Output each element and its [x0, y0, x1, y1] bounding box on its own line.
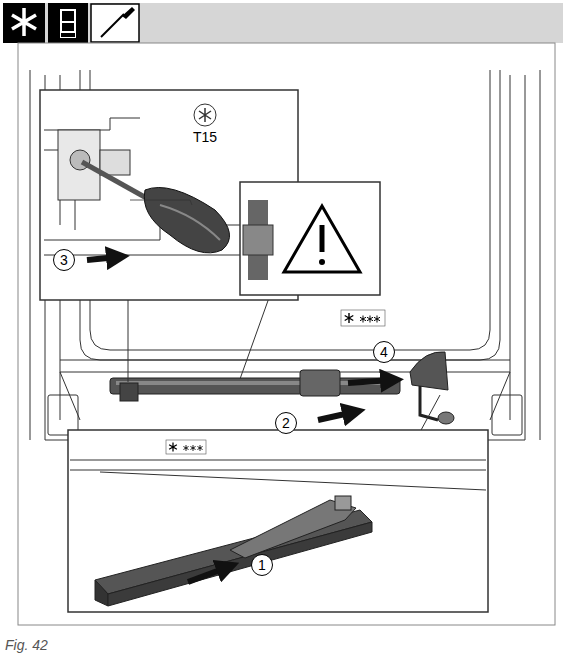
- freezer-star-icon: [12, 8, 36, 36]
- screwdriver-icon: [101, 7, 135, 37]
- callout-number: 2: [275, 412, 297, 434]
- freezer-icon-box: [3, 3, 45, 43]
- push-arrow: [87, 257, 118, 260]
- tool-size: T15: [191, 129, 219, 145]
- callout-number: 4: [373, 341, 395, 363]
- callout-number: 1: [251, 554, 273, 576]
- slide-arrow: [348, 380, 392, 383]
- header-bar: [3, 3, 563, 43]
- torx-symbol: [194, 104, 216, 126]
- callout-number: 3: [53, 249, 75, 271]
- star-rating-mark: [341, 310, 385, 326]
- detail-inset: [68, 430, 488, 612]
- hinge-rail: [95, 496, 372, 606]
- figure-frame: [18, 43, 555, 625]
- screwdriver: [82, 162, 230, 253]
- leader-line: [130, 200, 192, 205]
- door-bracket: [410, 352, 454, 424]
- push-arrow: [188, 567, 228, 582]
- warning-triangle: [320, 225, 325, 252]
- tool-icon-box: [91, 4, 139, 42]
- torx-symbol: [199, 108, 211, 122]
- appliance-icon: [60, 9, 76, 38]
- warning-triangle: [284, 206, 360, 272]
- warning-inset: [240, 182, 380, 295]
- appliance-icon-box: [48, 3, 88, 43]
- figure-caption: Fig. 42: [5, 637, 48, 653]
- star-rating-mark: [166, 440, 206, 454]
- appliance-body: [30, 70, 540, 440]
- warning-triangle: [319, 259, 325, 265]
- push-arrow: [318, 412, 354, 420]
- inset-housing: [70, 460, 486, 490]
- hinge-detail: [243, 200, 273, 280]
- hinge-rail: [110, 370, 400, 401]
